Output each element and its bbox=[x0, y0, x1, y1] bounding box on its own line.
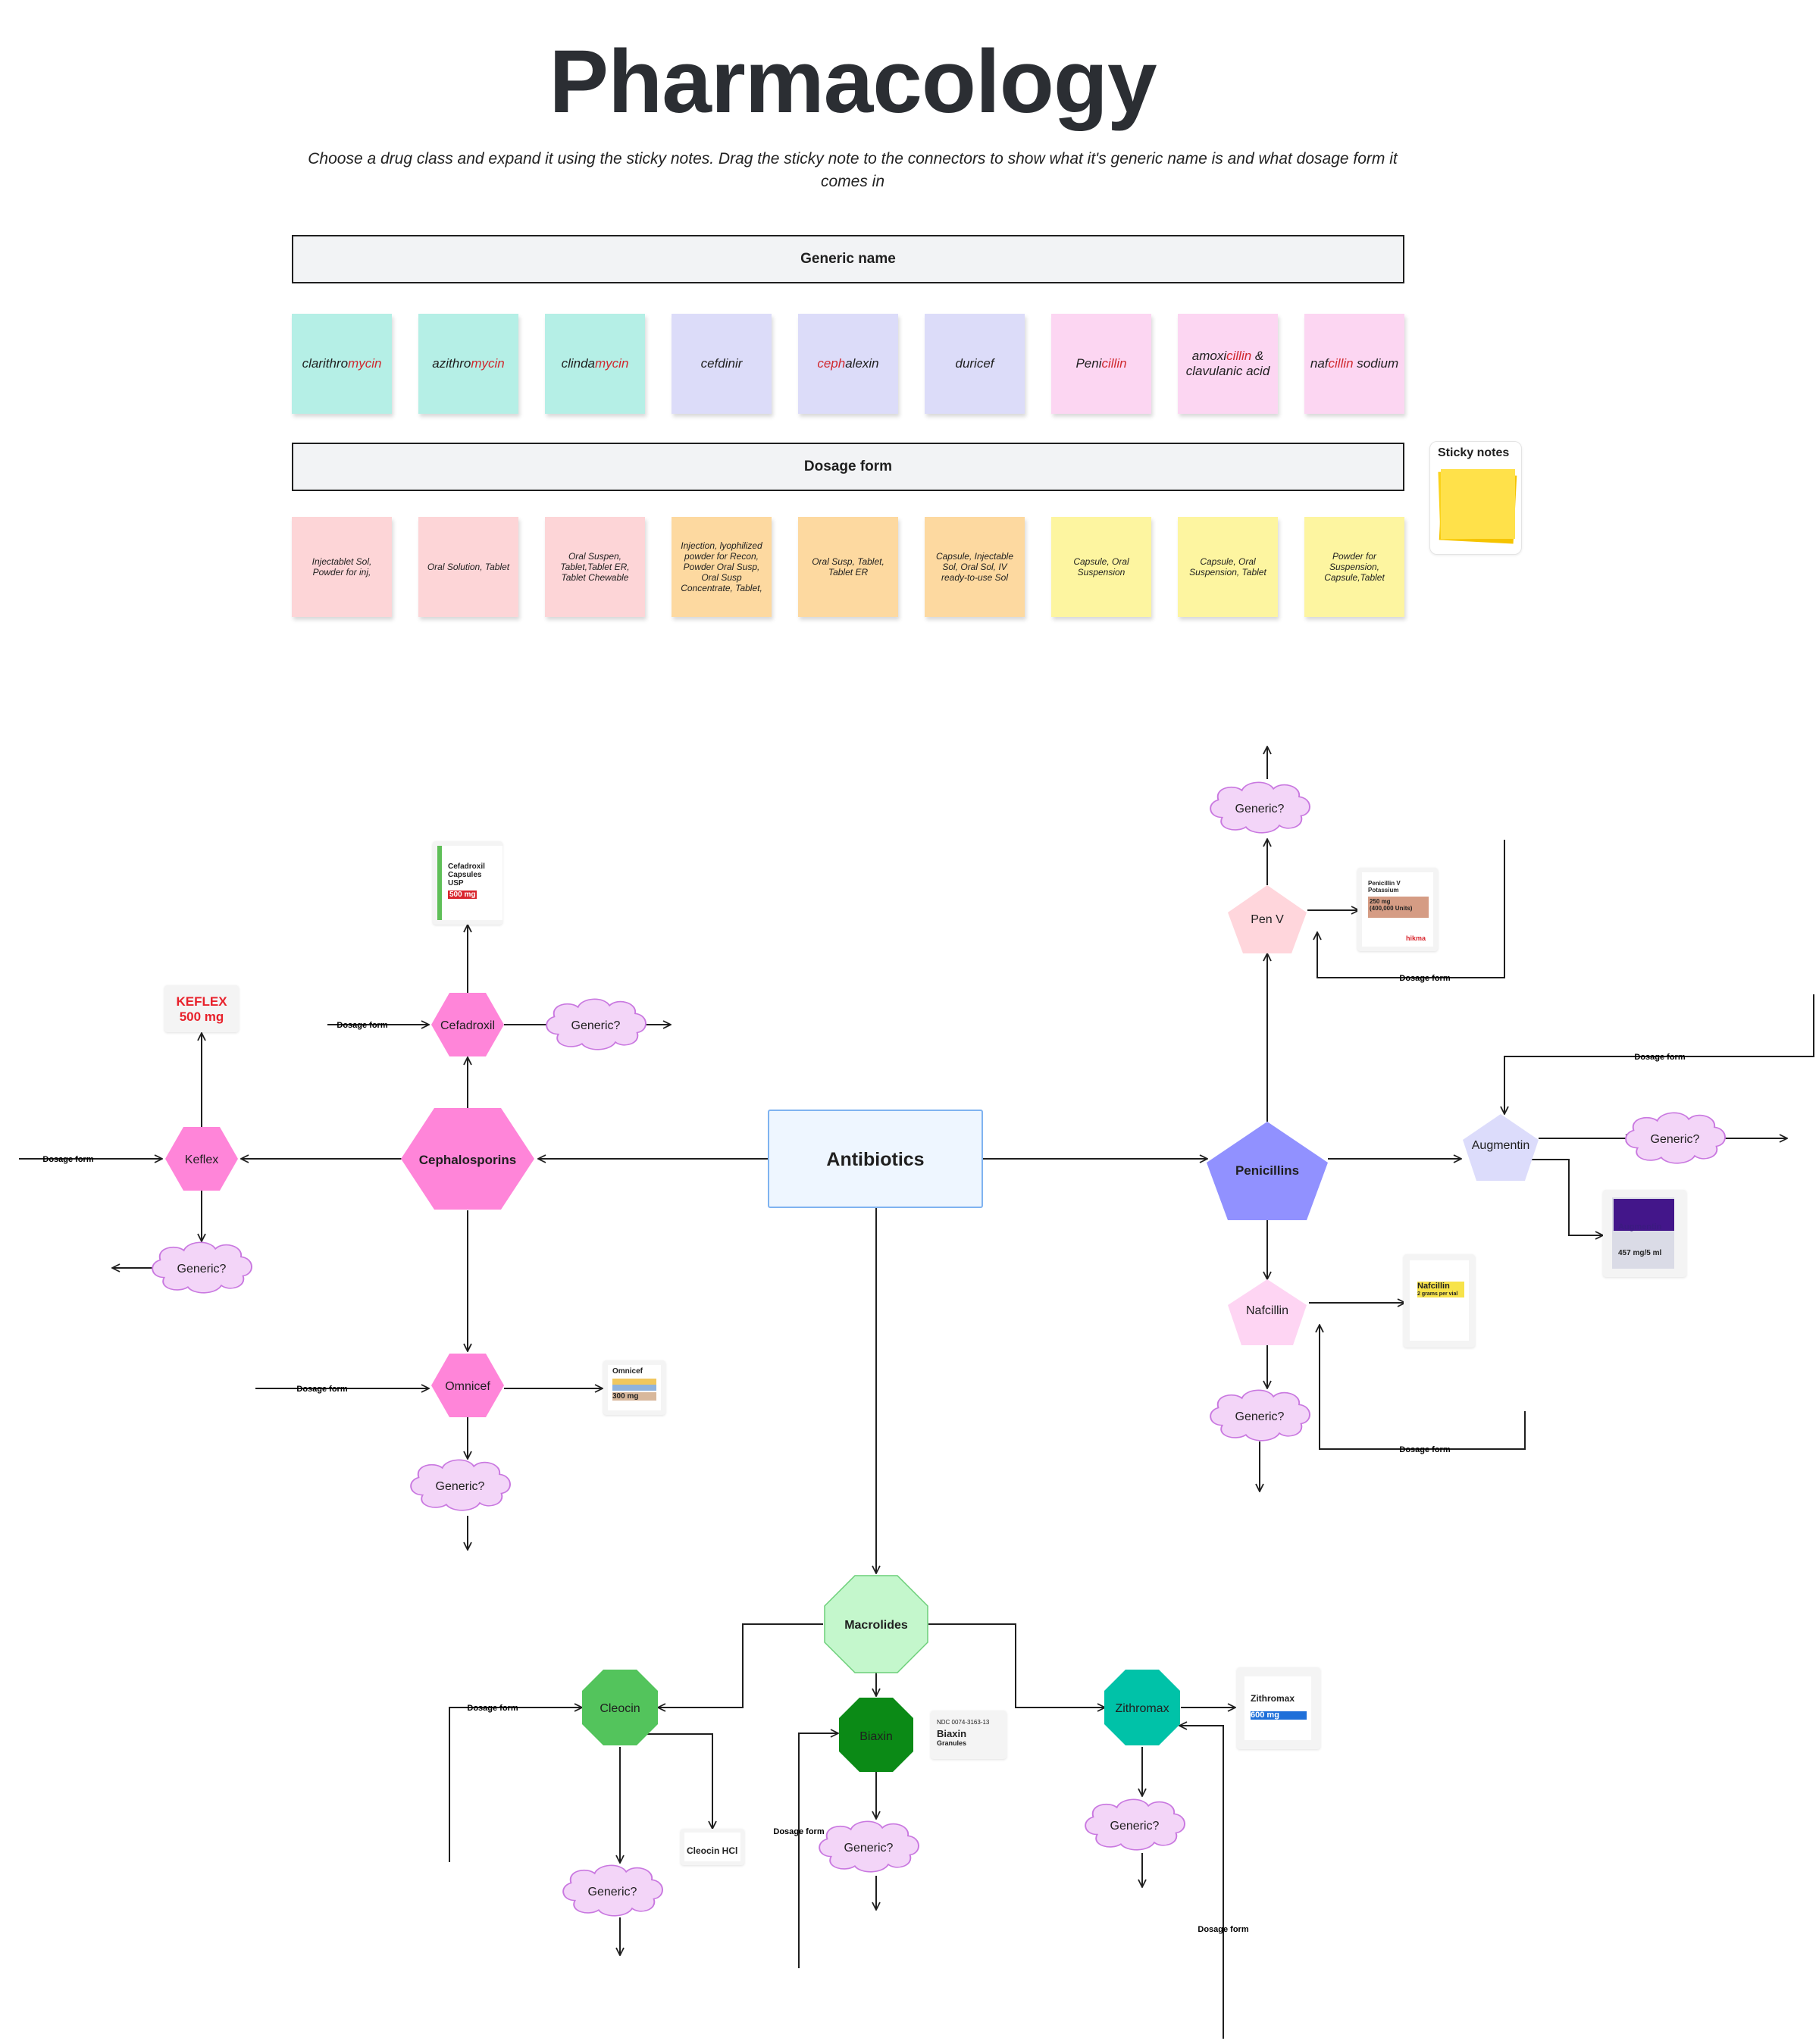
dosage-form-sticky[interactable]: Capsule, Injectable Sol, Oral Sol, IV re… bbox=[925, 517, 1025, 617]
dosage-form-sticky[interactable]: Oral Solution, Tablet bbox=[418, 517, 518, 617]
generic-cloud[interactable]: Generic? bbox=[1210, 1389, 1310, 1441]
nafcillin-product-image: Nafcillin 2 grams per vial bbox=[1404, 1254, 1475, 1348]
dosage-form-sticky[interactable]: Powder for Suspension, Capsule,Tablet bbox=[1304, 517, 1404, 617]
connector-label-dosage-form: Dosage form bbox=[1399, 1445, 1450, 1454]
macrolides-node[interactable]: Macrolides bbox=[824, 1575, 928, 1673]
cefadroxil-node[interactable]: Cefadroxil bbox=[431, 993, 504, 1056]
pen-v-product-image: Penicillin V Potassium 250 mg(400,000 Un… bbox=[1357, 868, 1438, 951]
sticky-text: clarithromycin bbox=[302, 356, 382, 371]
generic-cloud-label: Generic? bbox=[1651, 1133, 1700, 1146]
instructions-text: Choose a drug class and expand it using … bbox=[308, 150, 1398, 190]
generic-cloud[interactable]: Generic? bbox=[1210, 781, 1310, 834]
generic-name-sticky[interactable]: duricef bbox=[925, 314, 1025, 414]
connector-label-dosage-form: Dosage form bbox=[1634, 1053, 1685, 1062]
generic-name-sticky[interactable]: clindamycin bbox=[545, 314, 645, 414]
macrolides-label: Macrolides bbox=[844, 1619, 908, 1632]
generic-cloud[interactable]: Generic? bbox=[562, 1864, 663, 1917]
zithromax-node[interactable]: Zithromax bbox=[1104, 1670, 1180, 1745]
antibiotics-node[interactable]: Antibiotics bbox=[768, 1110, 983, 1208]
connector-label-dosage-form: Dosage form bbox=[42, 1155, 93, 1164]
connector-label-dosage-form: Dosage form bbox=[467, 1704, 518, 1713]
generic-name-sticky[interactable]: cefdinir bbox=[672, 314, 772, 414]
generic-cloud[interactable]: Generic? bbox=[1625, 1112, 1726, 1164]
generic-name-sticky[interactable]: nafcillin sodium bbox=[1304, 314, 1404, 414]
dosage-form-sticky[interactable]: Capsule, Oral Suspension bbox=[1051, 517, 1151, 617]
generic-name-header: Generic name bbox=[292, 235, 1404, 283]
dosage-form-sticky[interactable]: Injection, lyophilized powder for Recon,… bbox=[672, 517, 772, 617]
penicillins-label: Penicillins bbox=[1235, 1163, 1299, 1178]
generic-cloud[interactable]: Generic? bbox=[1085, 1798, 1185, 1851]
generic-cloud-label: Generic? bbox=[177, 1263, 227, 1276]
antibiotics-label: Antibiotics bbox=[826, 1149, 924, 1170]
generic-name-sticky[interactable]: azithromycin bbox=[418, 314, 518, 414]
sticky-text: cephalexin bbox=[817, 356, 879, 371]
generic-cloud-label: Generic? bbox=[844, 1842, 894, 1855]
generic-cloud-label: Generic? bbox=[436, 1480, 485, 1493]
generic-cloud-label: Generic? bbox=[1110, 1820, 1160, 1833]
connector-label-dosage-form: Dosage form bbox=[1399, 974, 1450, 983]
biaxin-label: Biaxin bbox=[859, 1730, 893, 1743]
cleocin-node[interactable]: Cleocin bbox=[582, 1670, 658, 1745]
connector-label-dosage-form: Dosage form bbox=[296, 1385, 347, 1394]
cleocin-product-image: Cleocin HCl bbox=[681, 1829, 744, 1865]
sticky-notes-label: Sticky notes bbox=[1438, 446, 1510, 459]
sticky-text: amoxicillin & clavulanic acid bbox=[1185, 349, 1270, 378]
generic-name-sticky[interactable]: amoxicillin & clavulanic acid bbox=[1178, 314, 1278, 414]
nafcillin-node[interactable]: Nafcillin bbox=[1228, 1279, 1307, 1345]
cephalosporins-label: Cephalosporins bbox=[419, 1153, 516, 1167]
augmentin-label: Augmentin bbox=[1472, 1139, 1530, 1152]
generic-cloud-label: Generic? bbox=[1235, 803, 1285, 815]
connector-label-dosage-form: Dosage form bbox=[337, 1021, 387, 1030]
cleocin-label: Cleocin bbox=[600, 1702, 640, 1715]
pen-v-label: Pen V bbox=[1251, 913, 1284, 926]
sticky-notes-panel[interactable]: Sticky notes bbox=[1429, 441, 1522, 555]
keflex-node[interactable]: Keflex bbox=[165, 1127, 238, 1191]
pen-v-node[interactable]: Pen V bbox=[1228, 885, 1307, 953]
dosage-form-sticky[interactable]: Capsule, Oral Suspension, Tablet bbox=[1178, 517, 1278, 617]
dosage-form-sticky[interactable]: Injectablet Sol, Powder for inj, bbox=[292, 517, 392, 617]
dosage-form-sticky[interactable]: Oral Susp, Tablet, Tablet ER bbox=[798, 517, 898, 617]
generic-name-sticky[interactable]: cephalexin bbox=[798, 314, 898, 414]
augmentin-product-image: Augmentin 457 mg/5 ml bbox=[1603, 1190, 1686, 1277]
augmentin-node[interactable]: Augmentin bbox=[1463, 1114, 1539, 1181]
sticky-text: azithromycin bbox=[432, 356, 505, 371]
sticky-text: nafcillin sodium bbox=[1310, 356, 1399, 371]
connector-label-dosage-form: Dosage form bbox=[773, 1827, 824, 1836]
omnicef-label: Omnicef bbox=[445, 1380, 490, 1393]
omnicef-product-image: Omnicef 300 mg bbox=[603, 1360, 665, 1415]
keflex-label: Keflex bbox=[185, 1153, 218, 1166]
zithromax-label: Zithromax bbox=[1115, 1702, 1169, 1715]
generic-cloud-label: Generic? bbox=[571, 1019, 621, 1032]
sticky-stack-icon bbox=[1438, 469, 1517, 544]
dosage-form-sticky[interactable]: Oral Suspen, Tablet,Tablet ER, Tablet Ch… bbox=[545, 517, 645, 617]
connector-label-dosage-form: Dosage form bbox=[1198, 1925, 1248, 1934]
sticky-text: cefdinir bbox=[700, 356, 743, 371]
sticky-text: clindamycin bbox=[561, 356, 629, 371]
sticky-text: Penicillin bbox=[1075, 356, 1127, 371]
page-title: Pharmacology bbox=[549, 32, 1157, 132]
generic-cloud[interactable]: Generic? bbox=[819, 1820, 919, 1873]
generic-name-sticky[interactable]: clarithromycin bbox=[292, 314, 392, 414]
generic-name-sticky[interactable]: Penicillin bbox=[1051, 314, 1151, 414]
cefadroxil-label: Cefadroxil bbox=[440, 1019, 495, 1032]
biaxin-node[interactable]: Biaxin bbox=[839, 1698, 913, 1772]
dosage-form-header: Dosage form bbox=[292, 443, 1404, 491]
generic-cloud-label: Generic? bbox=[588, 1886, 637, 1898]
generic-cloud[interactable]: Generic? bbox=[410, 1459, 511, 1511]
zithromax-product-image: Zithromax 600 mg bbox=[1237, 1667, 1320, 1749]
nafcillin-label: Nafcillin bbox=[1246, 1304, 1288, 1317]
generic-cloud-label: Generic? bbox=[1235, 1410, 1285, 1423]
biaxin-product-image: NDC 0074-3163-13 Biaxin Granules bbox=[931, 1711, 1007, 1759]
omnicef-node[interactable]: Omnicef bbox=[431, 1354, 504, 1417]
generic-cloud[interactable]: Generic? bbox=[152, 1241, 252, 1294]
generic-cloud[interactable]: Generic? bbox=[546, 998, 647, 1050]
sticky-text: duricef bbox=[955, 356, 994, 371]
penicillins-node[interactable]: Penicillins bbox=[1207, 1122, 1328, 1220]
cephalosporins-node[interactable]: Cephalosporins bbox=[401, 1108, 534, 1210]
